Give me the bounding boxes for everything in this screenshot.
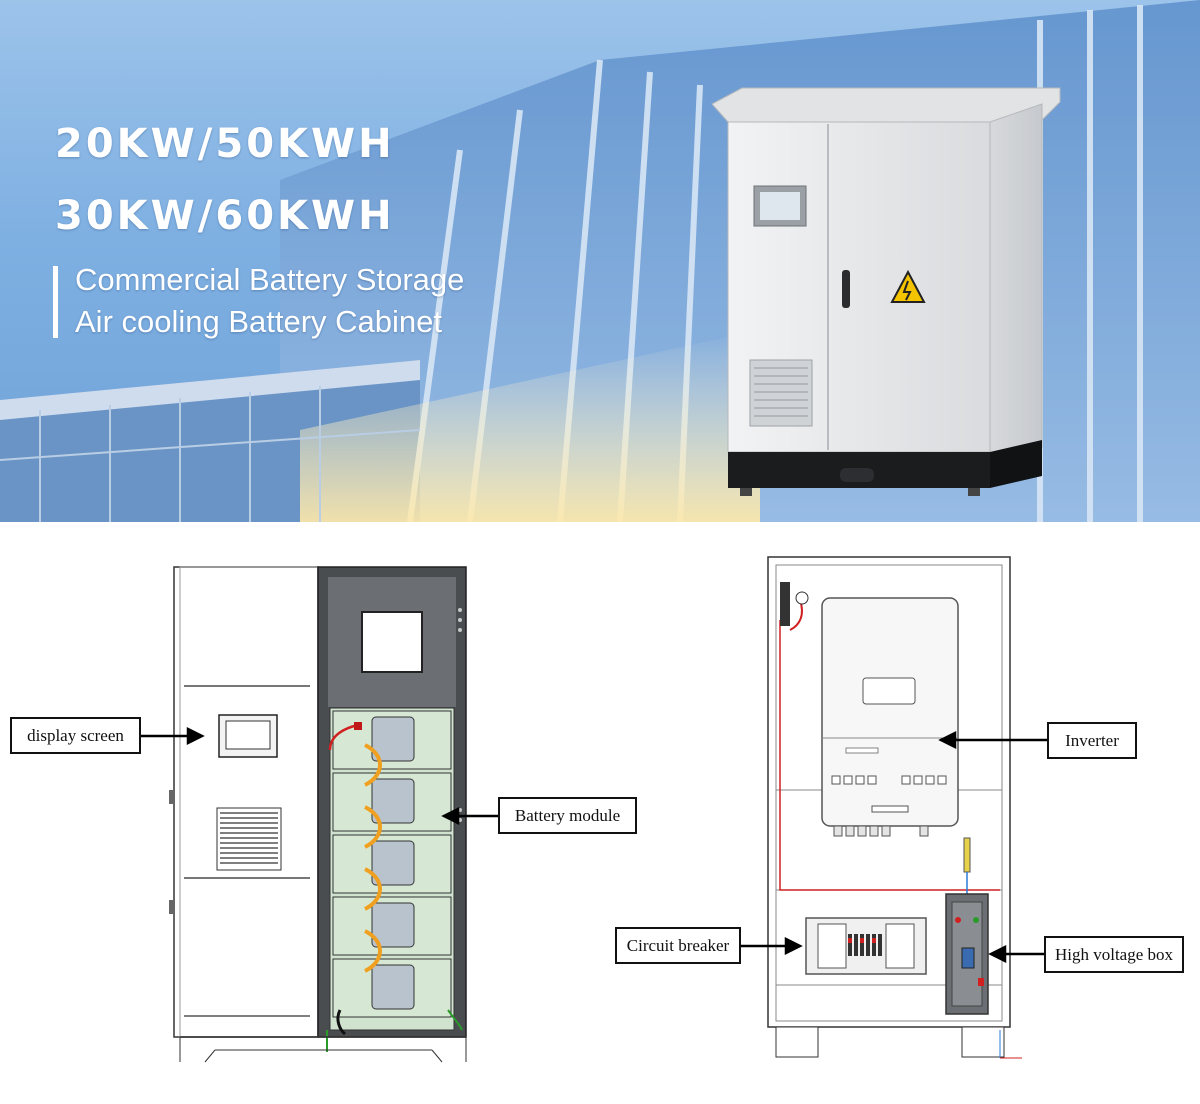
inverter-arrow-head [938, 730, 957, 750]
building-background [0, 0, 1200, 522]
hv-box-arrow-head [988, 944, 1007, 964]
callout-battery-module: Battery module [498, 797, 637, 834]
display-arrow-head [186, 726, 205, 746]
callout-circuit-breaker: Circuit breaker [615, 927, 741, 964]
callout-display-screen: display screen [10, 717, 141, 754]
subtitle-cooling-type: Air cooling Battery Cabinet [75, 304, 443, 339]
cabinet-front-drawing [141, 566, 498, 1063]
battery-arrow-head [441, 806, 460, 826]
cabinet-interior-drawing [741, 556, 1047, 1059]
hero-banner: 20KW/50KWH 30KW/60KWH Commercial Battery… [0, 0, 1200, 522]
headline-power-capacity-1: 20KW/50KWH [55, 121, 395, 167]
subtitle-accent-bar [53, 266, 58, 338]
breaker-arrow-head [784, 936, 803, 956]
subtitle-product-type: Commercial Battery Storage [75, 262, 465, 297]
callout-high-voltage-box: High voltage box [1044, 936, 1184, 973]
right-cabinet-diagram: Inverter Circuit breaker High voltage bo… [600, 540, 1200, 1100]
cabinet-photo [711, 87, 1061, 496]
headline-power-capacity-2: 30KW/60KWH [55, 193, 395, 239]
callout-inverter: Inverter [1047, 722, 1137, 759]
left-cabinet-diagram: display screen Battery module [0, 540, 637, 1100]
